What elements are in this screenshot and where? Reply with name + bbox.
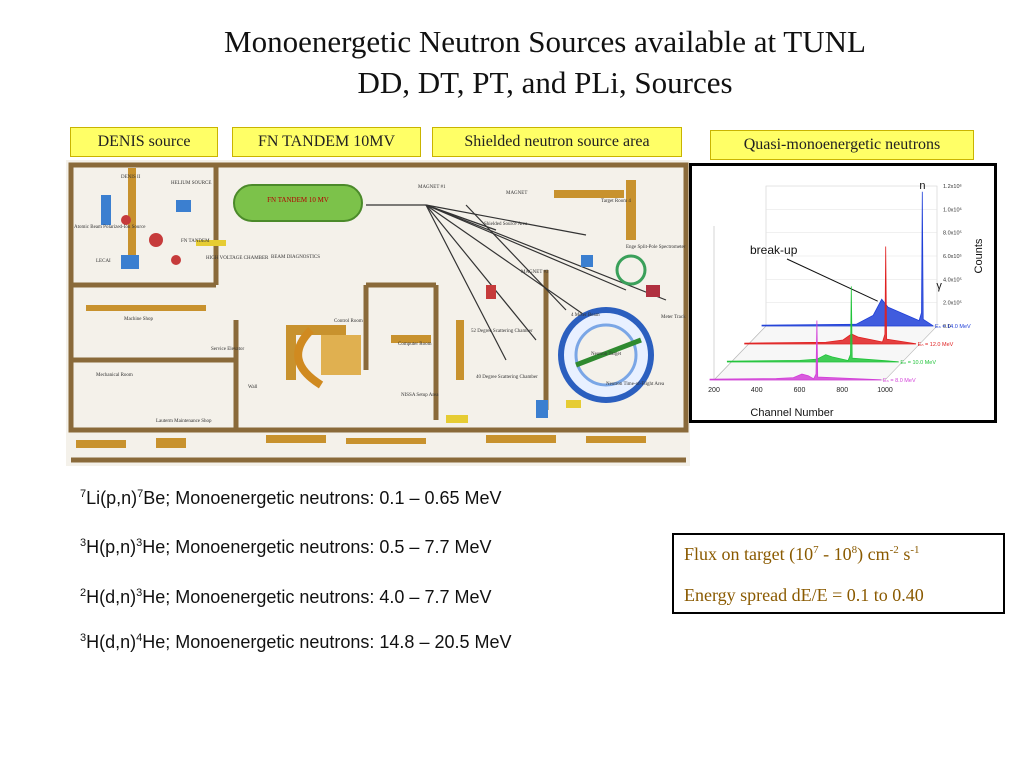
map-label-atomic-beam: Atomic Beam Polarized-Ion Source: [74, 225, 146, 230]
y-tick-label: 1.0x10⁶: [943, 206, 962, 213]
reaction-h3-dn: 3H(d,n)4He; Monoenergetic neutrons: 14.8…: [80, 632, 512, 652]
map-label-magnet1: MAGNET #1: [418, 185, 446, 190]
map-tandem-caption: FN TANDEM 10 MV: [267, 196, 329, 204]
map-label-magnet2: MAGNET: [506, 191, 527, 196]
map-label-nissa: NISSA Setup Area: [401, 393, 439, 398]
map-label-scattering-52: 52 Degree Scattering Chamber: [471, 329, 533, 334]
series-2-spectrum: [726, 286, 899, 363]
x-tick-label: 600: [794, 387, 806, 394]
map-label-tof-area: Neutron Time-of-Flight Area: [606, 382, 665, 387]
map-label-lauterm: Lauterm Maintenance Shop: [156, 419, 212, 424]
series-3-legend: Eₙ = 8.0 MeV: [883, 378, 916, 384]
slide-title-line2: DD, DT, PT, and PLi, Sources: [357, 65, 733, 100]
chart-floor: [713, 325, 938, 381]
annotation-n: n: [919, 180, 925, 192]
map-label-target-room: Target Room 4: [601, 199, 631, 204]
map-label-helium-source: HELIUM SOURCE: [171, 181, 211, 186]
spectrum-chart: 0.0 2.0x10⁵ 4.0x10⁵ 6.0x10⁵ 8.0x10⁵ 1.0x10⁶ 1.…: [708, 180, 985, 419]
series-1-legend: Eₙ = 12.0 MeV: [918, 342, 954, 348]
series-2-legend: Eₙ = 10.0 MeV: [900, 360, 936, 366]
map-label-computer-room: Computer Room: [398, 342, 432, 347]
tof-ring: [558, 307, 654, 403]
denis-source-label: DENIS source: [70, 127, 218, 157]
quasi-mono-label: Quasi-monoenergetic neutrons: [710, 130, 974, 160]
y-tick-label: 6.0x10⁵: [943, 253, 962, 260]
series-0-legend: Eₙ = 14.0 MeV: [935, 324, 971, 330]
map-label-spectrometer: Enge Split-Pole Spectrometer: [626, 245, 686, 250]
map-label-beam-diagnostics: BEAM DIAGNOSTICS: [271, 255, 320, 260]
chart-side-edge: [713, 325, 767, 381]
x-axis-label: Channel Number: [750, 407, 833, 419]
energy-spread: Energy spread dE/E = 0.1 to 0.40: [684, 585, 924, 605]
map-label-fn-tandem: FN TANDEM: [181, 239, 210, 244]
spectrum-chart-frame: 0.0 2.0x10⁵ 4.0x10⁵ 6.0x10⁵ 8.0x10⁵ 1.0x10⁶ 1.…: [689, 163, 997, 423]
map-label-scattering-40: 40 Degree Scattering Chamber: [476, 375, 538, 380]
break-up-arrow: [786, 258, 878, 302]
map-label-magnet3: MAGNET #3: [521, 270, 549, 275]
slide-title-line1: Monoenergetic Neutron Sources available …: [224, 24, 866, 59]
map-label-shielded-area: Shielded Source Area: [484, 222, 528, 227]
map-label-machine-shop: Machine Shop: [124, 317, 154, 322]
map-label-control-room: Control Room: [334, 319, 363, 324]
annotation-gamma: γ: [936, 280, 942, 292]
annotation-break-up: break-up: [750, 243, 798, 257]
map-label-mechanical-room: Mechanical Room: [96, 373, 133, 378]
y-axis-label: Counts: [973, 238, 985, 273]
map-label-high-voltage: HIGH VOLTAGE CHAMBER: [206, 256, 269, 261]
facility-floor-plan: FN TANDEM 10 MV DENIS II HELIUM SOURCE A…: [66, 160, 690, 466]
x-tick-label: 1000: [877, 387, 893, 394]
series-1-spectrum: [744, 246, 917, 345]
series-3-spectrum: [709, 320, 882, 381]
fn-tandem-label: FN TANDEM 10MV: [232, 127, 421, 157]
control-room-console: [294, 327, 361, 389]
flux-on-target: Flux on target (107 - 108) cm-2 s-1: [684, 544, 920, 564]
tandem-accelerator: FN TANDEM 10 MV: [233, 184, 363, 222]
reaction-li7: 7Li(p,n)7Be; Monoenergetic neutrons: 0.1…: [80, 488, 502, 508]
series-0-spectrum: [761, 191, 934, 327]
reaction-h2-dn: 2H(d,n)3He; Monoenergetic neutrons: 4.0 …: [80, 587, 492, 607]
x-tick-label: 800: [836, 387, 848, 394]
map-label-meter-track: Meter Track: [661, 315, 686, 320]
y-tick-label: 0.0: [943, 324, 951, 330]
flux-info-box: Flux on target (107 - 108) cm-2 s-1 Ener…: [672, 533, 1005, 614]
shielded-area-label: Shielded neutron source area: [432, 127, 682, 157]
y-tick-label: 8.0x10⁵: [943, 230, 962, 237]
x-tick-label: 200: [708, 387, 720, 394]
map-label-wall: Wall: [248, 385, 258, 390]
x-tick-label: 400: [751, 387, 763, 394]
map-label-lecai: LECAI: [96, 259, 111, 264]
y-tick-label: 2.0x10⁵: [943, 300, 962, 307]
map-label-neutron-target: Neutron Target: [591, 352, 622, 357]
map-label-service-elevator: Service Elevator: [211, 347, 245, 352]
y-tick-label: 4.0x10⁵: [943, 276, 962, 283]
map-label-denis-ii: DENIS II: [121, 175, 141, 180]
map-label-meter-beam: 4 Meter Beam: [571, 313, 600, 318]
y-tick-label: 1.2x10⁶: [943, 183, 962, 190]
reaction-h3-pn: 3H(p,n)3He; Monoenergetic neutrons: 0.5 …: [80, 537, 492, 557]
